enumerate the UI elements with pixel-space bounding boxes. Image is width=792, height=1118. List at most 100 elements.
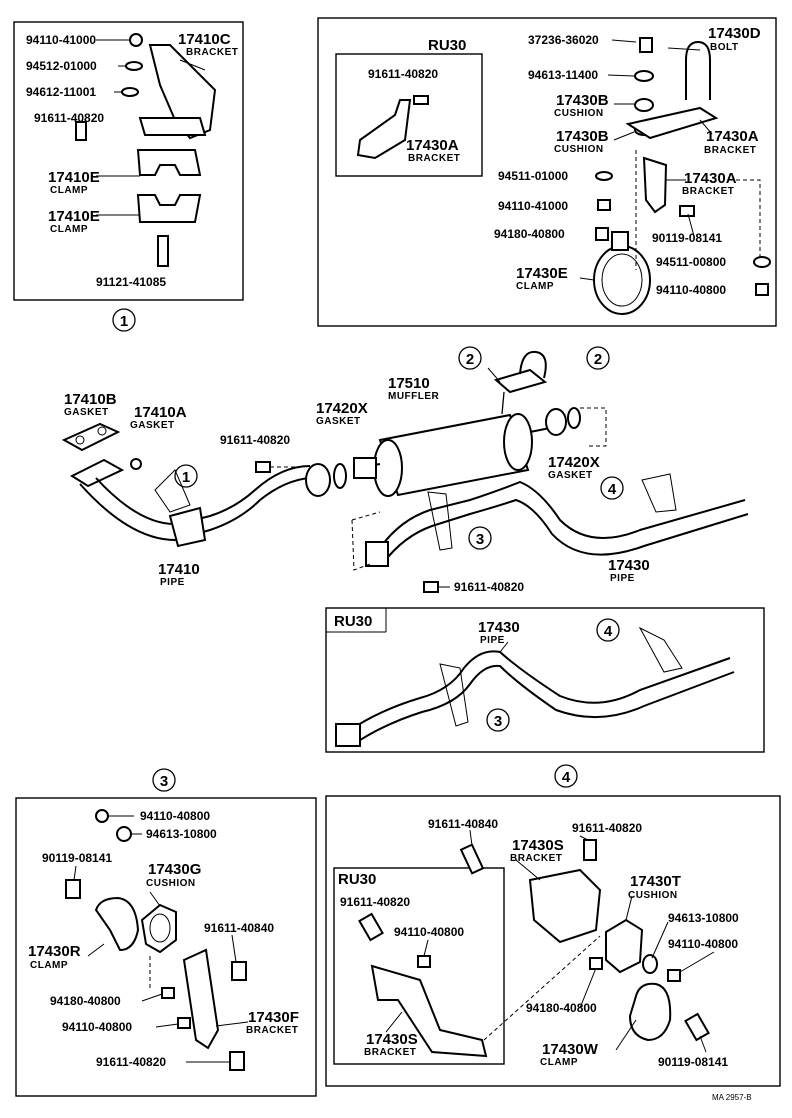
ru30-callout-4: 4 [604,623,613,640]
label-17430e: 17430E [516,265,568,282]
bracket-17430a-ru30 [356,99,412,160]
label-94511-01000: 94511-01000 [498,169,568,183]
inset-2-ru30-title: RU30 [428,37,466,54]
label-17430w-clamp: CLAMP [540,1057,578,1068]
label-17430a-b-bracket: BRACKET [682,186,734,197]
label-17430t: 17430T [630,873,681,890]
label-94110-40800-ru30: 94110-40800 [394,925,464,939]
label-17430f-bracket: BRACKET [246,1025,298,1036]
label-17510-muffler: MUFFLER [388,391,440,402]
label-17410e-b: 17410E [48,208,100,225]
inset-2-frame [317,17,777,327]
label-94613-10800: 94613-10800 [668,911,739,925]
ref-code: MA 2957-B [712,1093,752,1102]
label-94180-40800: 94180-40800 [50,994,121,1008]
gasket-17420x-a [333,463,347,489]
label-17430f: 17430F [248,1009,299,1026]
label-91611-40840: 91611-40840 [204,921,274,935]
label-91611-40820-ru30: 91611-40820 [340,895,410,909]
callout-2-b: 2 [594,351,602,368]
label-17420x-b: 17420X [548,454,600,471]
label-94110-40800: 94110-40800 [656,283,726,297]
bolt-17430d [685,40,711,100]
marker-1: 1 [120,313,128,330]
label-17410c-bracket: BRACKET [186,47,238,58]
inset-2-ru30-frame [335,53,483,177]
ru30-pipe-title: RU30 [334,613,372,630]
label-17430g: 17430G [148,861,201,878]
label-17430a-a: 17430A [706,128,759,145]
callout-2-a: 2 [466,351,474,368]
clamp-17410e-upper [136,149,202,176]
label-17430d: 17430D [708,25,761,42]
label-17430s-ru30: 17430S [366,1031,418,1048]
label-94110-40800: 94110-40800 [668,937,738,951]
label-94180-40800: 94180-40800 [526,1001,597,1015]
gasket-17420x-b [567,407,581,429]
label-17430d-bolt: BOLT [710,42,738,53]
label-94110-41000: 94110-41000 [26,33,96,47]
label-91611-40820-b: 91611-40820 [454,580,524,594]
label-17430s-bracket: BRACKET [510,853,562,864]
label-91121-41085: 91121-41085 [96,275,166,289]
label-17410b: 17410B [64,391,117,408]
ru30-label-17430: 17430 [478,619,520,636]
bracket-17430f [182,948,220,1050]
label-17410e-b-clamp: CLAMP [50,224,88,235]
label-94110-40800-b: 94110-40800 [62,1020,132,1034]
label-94511-00800: 94511-00800 [656,255,726,269]
label-17430b-b: 17430B [556,128,609,145]
label-91611-40820-a: 91611-40820 [220,433,290,447]
label-91611-40820: 91611-40820 [34,111,104,125]
label-94613-11400: 94613-11400 [528,68,598,82]
label-17430b-a-cushion: CUSHION [554,108,604,119]
inset-2: RU30 91611-40820 17430A BRACKET [317,17,777,327]
clamp-17430w [628,982,672,1042]
callout-3: 3 [476,531,484,548]
label-17430g-cushion: CUSHION [146,878,196,889]
marker-4: 4 [562,769,571,786]
ru30-callout-3: 3 [494,713,502,730]
label-94180-40800: 94180-40800 [494,227,565,241]
label-17430a-ru30-bracket: BRACKET [408,153,460,164]
cushion-17430t [605,918,644,974]
label-94612-11001: 94612-11001 [26,85,96,99]
marker-3: 3 [160,773,168,790]
gasket-17410b [61,422,121,452]
label-17430b-b-cushion: CUSHION [554,144,604,155]
label-17430a-a-bracket: BRACKET [704,145,756,156]
label-17430a-b: 17430A [684,170,737,187]
ru30-pipe-frame [325,607,765,753]
label-17410c: 17410C [178,31,231,48]
label-17430s-ru30-bracket: BRACKET [364,1047,416,1058]
inset-4-ru30-frame [333,867,505,1065]
label-17410e-a-clamp: CLAMP [50,185,88,196]
label-17410a: 17410A [134,404,187,421]
label-17430s: 17430S [512,837,564,854]
bracket-17430s [528,868,602,944]
label-17430-pipe: PIPE [610,573,635,584]
inset-1: 94110-41000 94512-01000 94612-11001 9161… [13,21,244,332]
bracket-17430a-upper [625,106,719,140]
label-17410b-gasket: GASKET [64,407,109,418]
label-94613-10800: 94613-10800 [146,827,217,841]
marker-1-circle [112,308,136,332]
inset-3: 3 94110-40800 94613-10800 90119-08141 17… [15,768,317,1097]
label-94110-41000: 94110-41000 [498,199,568,213]
label-17430t-cushion: CUSHION [628,890,678,901]
inset-1-frame [13,21,244,301]
label-17430r: 17430R [28,943,81,960]
label-17420x-b-gasket: GASKET [548,470,593,481]
pipe-17430-ru30 [349,650,731,731]
inset-4: 4 RU30 91611-40840 91611-40820 17430S [325,764,781,1087]
label-17430e-clamp: CLAMP [516,281,554,292]
callout-4: 4 [608,481,617,498]
pipe-17430 [379,480,746,549]
pipe-17410 [79,477,311,542]
label-91611-40820: 91611-40820 [572,821,642,835]
label-91611-40820: 91611-40820 [368,67,438,81]
label-17410: 17410 [158,561,200,578]
inset-4-frame [325,795,781,1087]
label-17430b-a: 17430B [556,92,609,109]
